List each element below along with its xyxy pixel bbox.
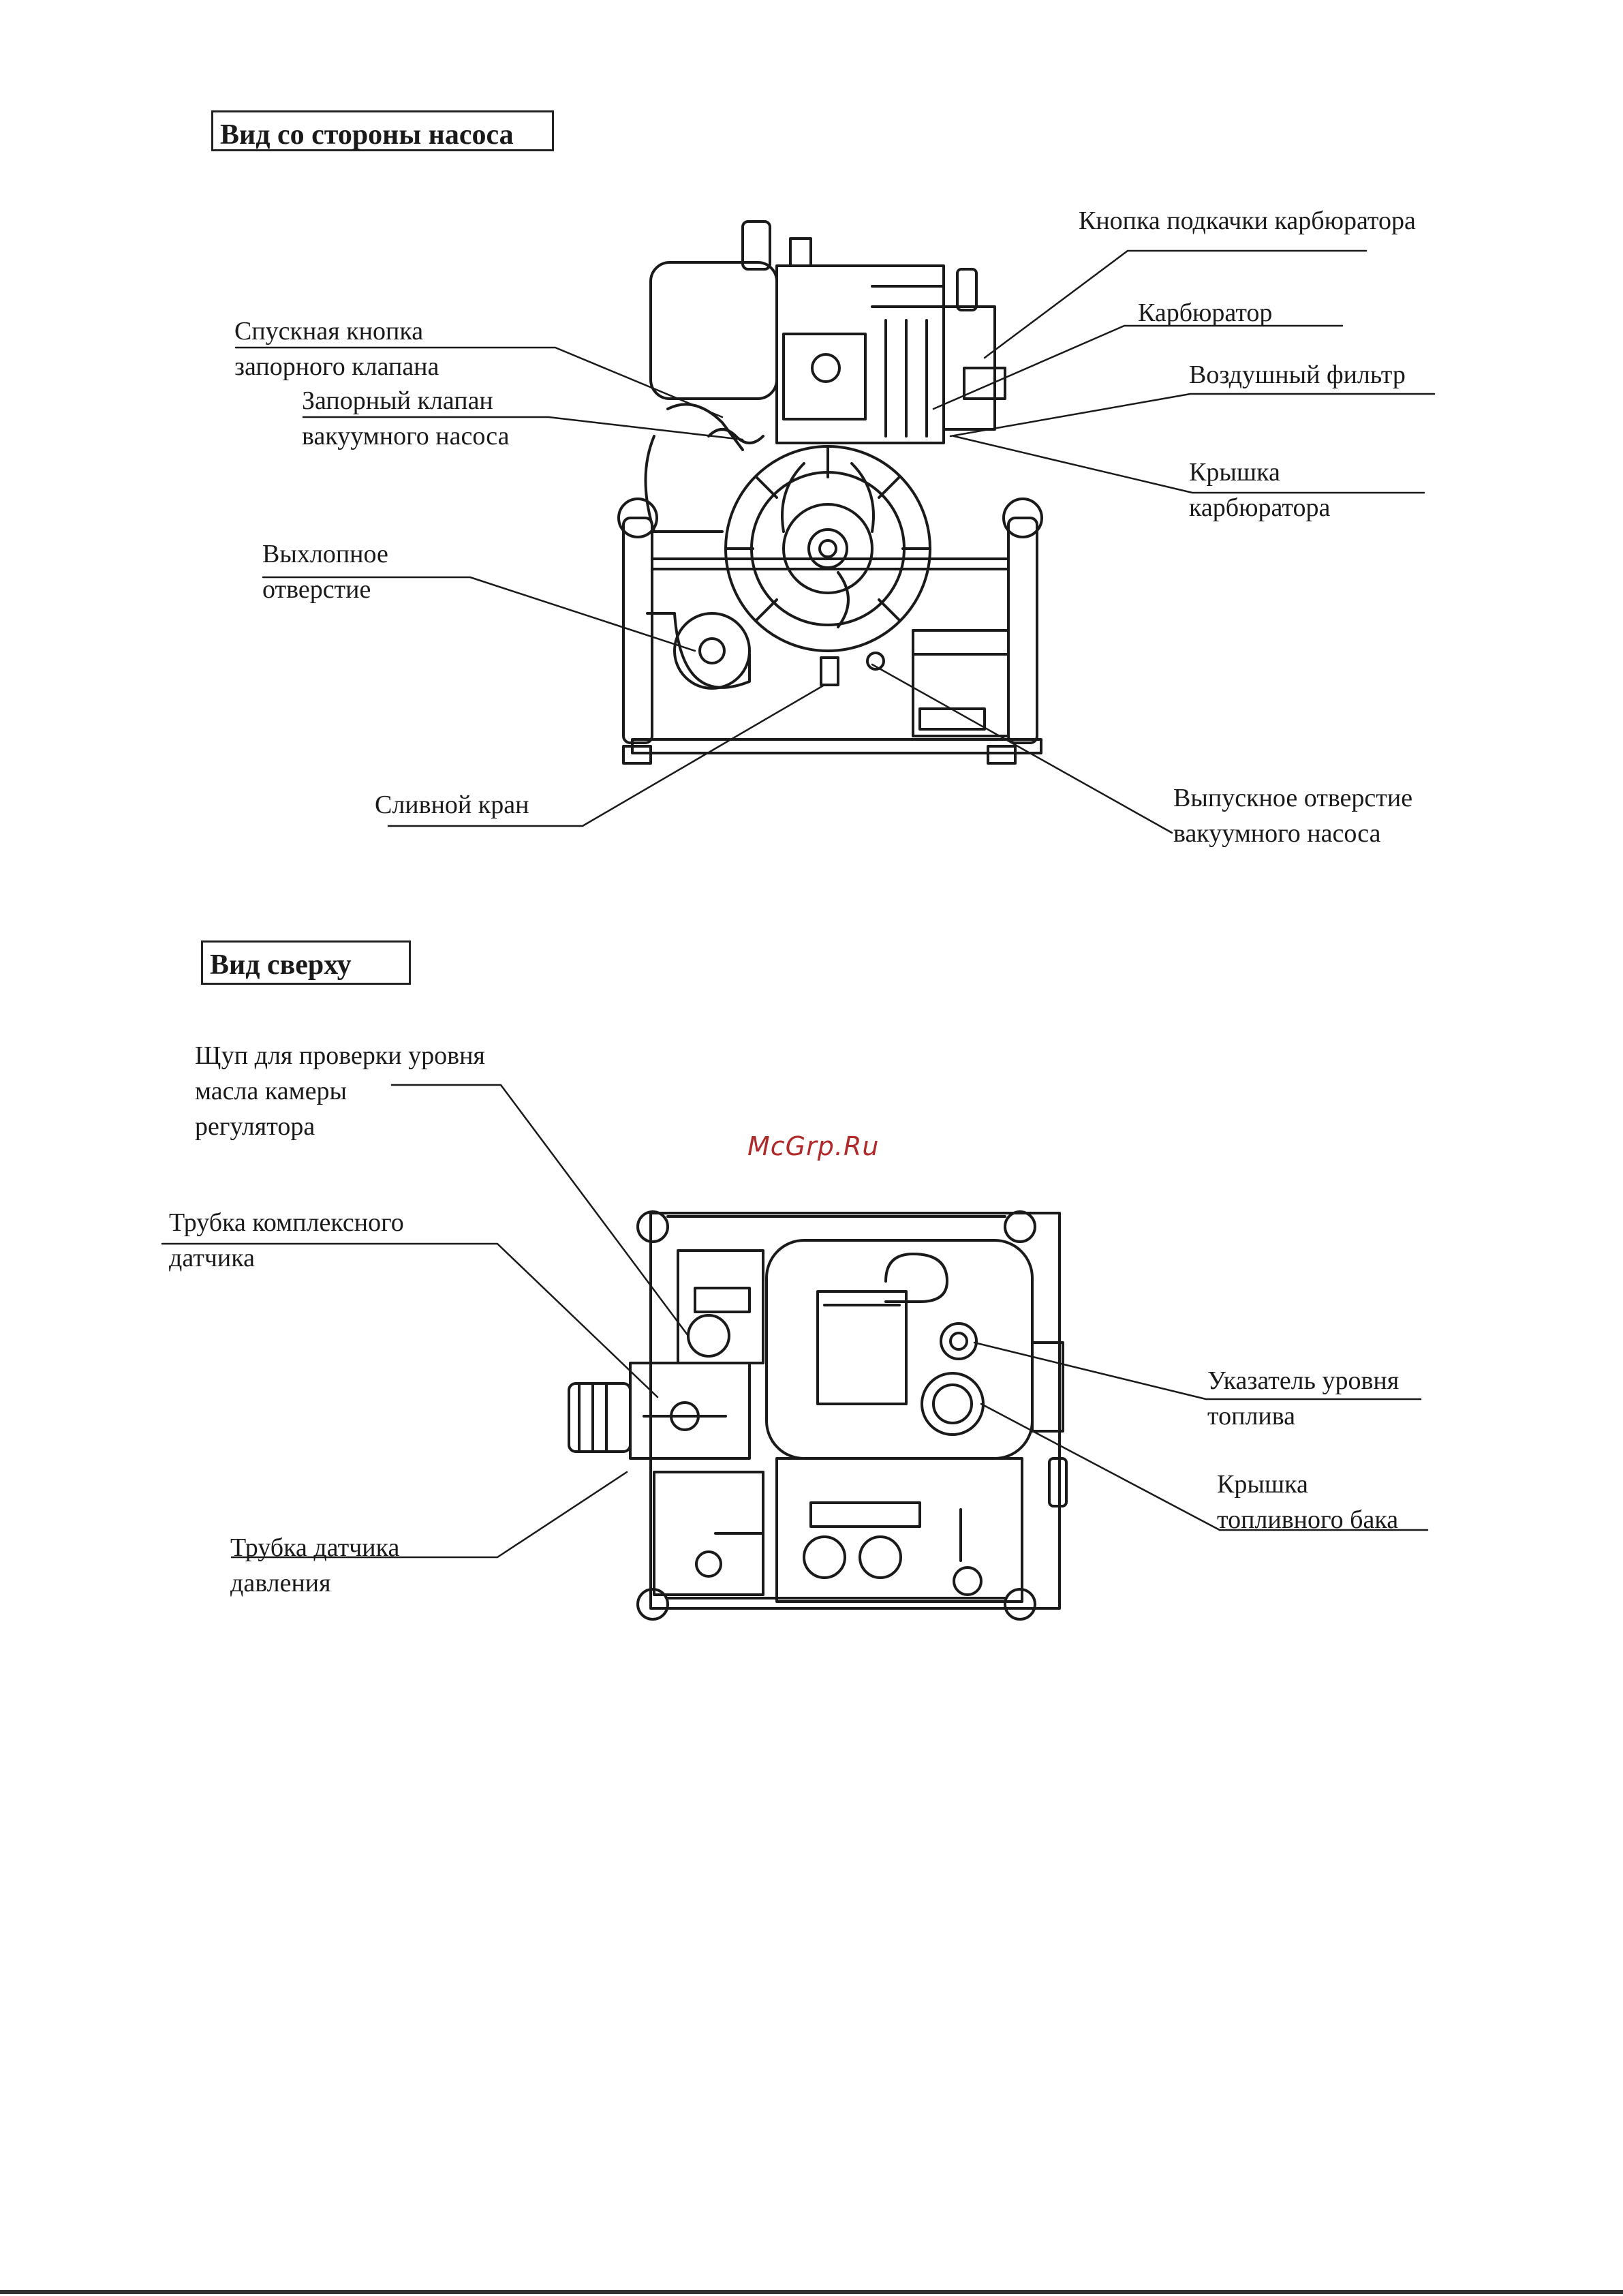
pump-side-leader-lines bbox=[234, 249, 1436, 834]
pump-side-view-drawing bbox=[617, 220, 1043, 765]
label-fuel-level-gauge: Указатель уровня топлива bbox=[1207, 1366, 1400, 1430]
pump-side-view-title: Вид со стороны насоса bbox=[211, 110, 554, 151]
label-air-filter: Воздушный фильтр bbox=[1189, 361, 1406, 389]
label-exhaust-outlet: Выхлопное отверстие bbox=[262, 540, 388, 604]
label-carburetor-cover: Крышка карбюратора bbox=[1189, 458, 1331, 522]
top-view-drawing bbox=[568, 1210, 1068, 1621]
page-bottom-border bbox=[0, 2290, 1623, 2294]
label-fuel-tank-cap: Крышка топливного бака bbox=[1217, 1470, 1399, 1534]
label-check-valve-release: Спускная кнопка запорного клапана bbox=[234, 317, 439, 381]
label-vacuum-outlet: Выпускное отверстие вакуумного насоса bbox=[1173, 784, 1413, 848]
label-vacuum-check-valve: Запорный клапан вакуумного насоса bbox=[302, 386, 510, 450]
label-drain-cock: Сливной кран bbox=[375, 791, 529, 819]
label-pressure-gauge-tube: Трубка датчика давления bbox=[230, 1533, 400, 1597]
label-carburetor: Карбюратор bbox=[1138, 299, 1273, 327]
label-compound-gauge-tube: Трубка комплексного датчика bbox=[169, 1208, 404, 1272]
top-view-title: Вид сверху bbox=[201, 940, 411, 985]
top-view-leader-lines bbox=[161, 1084, 1429, 1559]
label-oil-dipstick: Щуп для проверки уровня масла камеры рег… bbox=[195, 1041, 485, 1141]
label-primer-button: Кнопка подкачки карбюратора bbox=[1079, 206, 1416, 235]
watermark: McGrp.Ru bbox=[747, 1131, 880, 1161]
